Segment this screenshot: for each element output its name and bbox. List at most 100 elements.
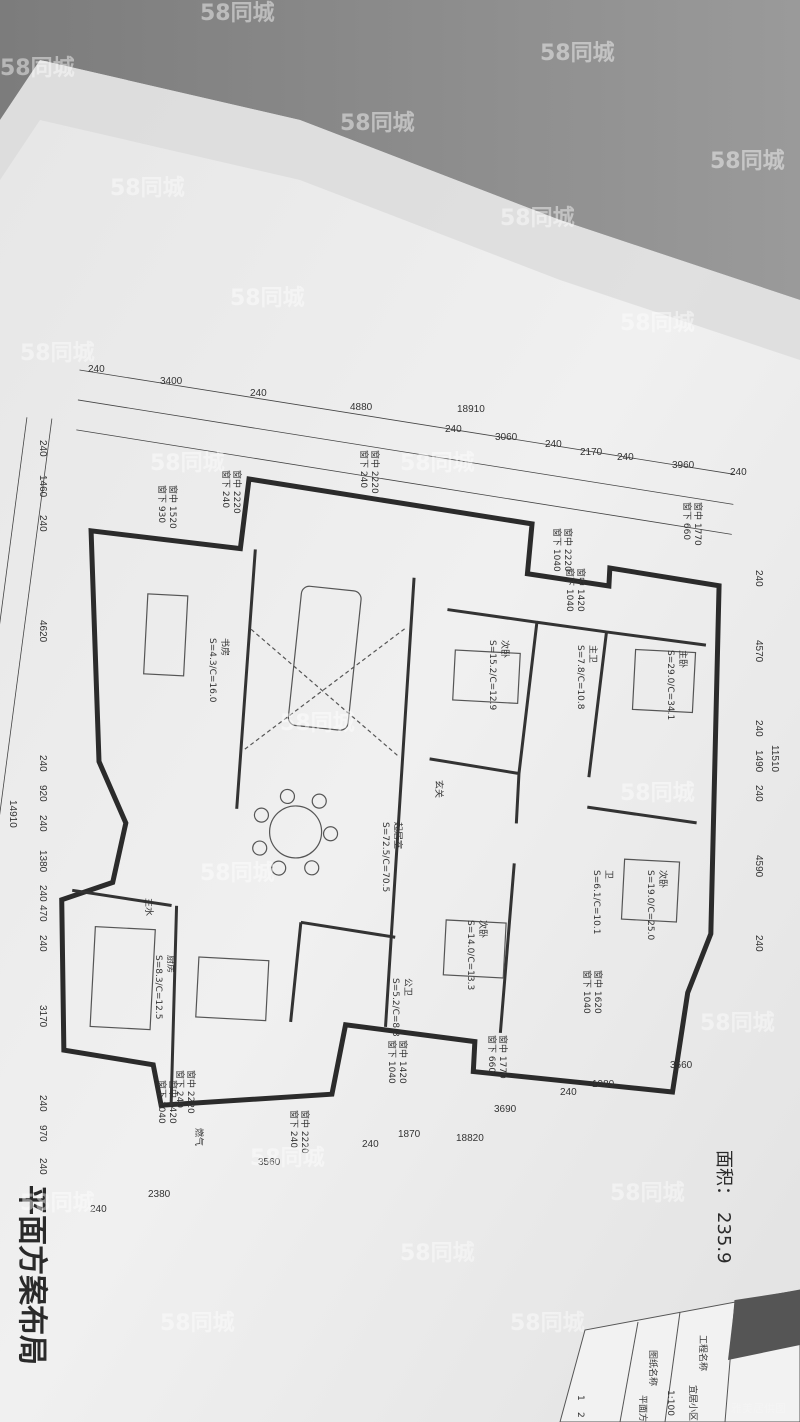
- dim-right-2: 240: [753, 720, 764, 737]
- tb-project-label: 工程名称: [697, 1335, 709, 1371]
- dim-left-6: 240: [37, 815, 48, 832]
- watermark-15: 58同城: [200, 860, 275, 886]
- room-bath2-area: S=5.2/C=8.3: [390, 978, 400, 1037]
- dim-right-6: 4590: [753, 855, 764, 878]
- dim-left-15: 14910: [7, 800, 18, 828]
- room-water: 主水: [143, 898, 155, 916]
- tb-drawing-value: 平面方案: [637, 1395, 649, 1422]
- watermark-16: 58同城: [700, 1010, 775, 1036]
- watermark-13: 58同城: [280, 710, 355, 736]
- dim-top-3: 4880: [350, 402, 373, 413]
- dim-top-1: 3400: [160, 376, 183, 387]
- tb-row-1: 1: [575, 1395, 585, 1401]
- dim-left-13: 970: [37, 1125, 48, 1142]
- win-w5-b: 窗下 1040: [564, 568, 576, 612]
- watermark-8: 58同城: [230, 285, 305, 311]
- dim-left-14: 240: [37, 1158, 48, 1175]
- area-value: 235.9: [713, 1212, 734, 1264]
- room-bedroom-b-area: S=14.0/C=13.3: [465, 920, 475, 990]
- win-w12-a: 窗中 1620: [592, 970, 604, 1014]
- dim-left-5: 920: [37, 785, 48, 802]
- dim-bottom-1: 2380: [148, 1189, 171, 1200]
- win-w7-b: 窗下 1040: [156, 1080, 168, 1124]
- dim-bottom-7: 240: [560, 1087, 577, 1098]
- dim-left-7: 1380: [37, 850, 48, 873]
- win-w7-a: 窗中 1420: [167, 1080, 179, 1124]
- room-labels: 书房 S=4.3/C=16.0 起居室 S=72.5/C=70.5 厨房 S=8…: [143, 638, 689, 1146]
- tb-scale: 1:100: [665, 1390, 675, 1416]
- tb-drawing-label: 图纸名称: [647, 1350, 659, 1386]
- furniture: [89, 585, 697, 1031]
- dim-left-1: 1460: [37, 475, 48, 498]
- dim-bottom-0: 240: [90, 1204, 107, 1215]
- room-bath3-area: S=6.1/C=10.1: [591, 870, 601, 934]
- area-label-group: 面积： 235.9: [713, 1150, 734, 1264]
- dim-bottom-3: 240: [362, 1139, 379, 1150]
- dim-bottom-6: 3690: [494, 1104, 517, 1115]
- dim-top: [76, 369, 735, 535]
- dim-left-12: 240: [37, 1095, 48, 1112]
- dim-right-labels: 240 4570 240 1490 11510 240 4590 240: [753, 570, 780, 952]
- room-bedroom-c-area: S=19.0/C=25.0: [645, 870, 655, 940]
- watermark-10: 58同城: [20, 340, 95, 366]
- win-w11-a: 窗中 1770: [497, 1035, 509, 1079]
- room-bedroom-c: 次卧: [657, 870, 669, 888]
- room-bath2: 公卫: [402, 978, 413, 996]
- dim-left-10: 240: [37, 935, 48, 952]
- win-w9-b: 窗下 1040: [386, 1040, 398, 1084]
- win-w12-b: 窗下 1040: [581, 970, 593, 1014]
- interior-walls: [72, 549, 707, 1106]
- watermark-19: 58同城: [20, 1190, 95, 1216]
- win-w3-b: 窗下 240: [358, 450, 370, 488]
- watermarks: 58同城 58同城 58同城 58同城 58同城 58同城 58同城 58同城 …: [0, 0, 785, 1336]
- watermark-4: 58同城: [340, 110, 415, 136]
- room-living-area: S=72.5/C=70.5: [380, 822, 390, 892]
- win-w2-a: 窗中 1520: [167, 485, 179, 529]
- room-kitchen: 厨房: [165, 955, 177, 973]
- dim-left: [0, 417, 53, 1175]
- win-w11-b: 窗下 660: [486, 1035, 498, 1073]
- drawing-group: [0, 369, 735, 1175]
- room-master: 主卧: [677, 650, 689, 668]
- dim-bottom-4: 1870: [398, 1129, 421, 1140]
- room-bedroom-a: 次卧: [499, 640, 511, 658]
- watermark-3: 58同城: [0, 55, 75, 81]
- win-w1-a: 窗中 2220: [231, 470, 243, 514]
- dim-top-2: 240: [250, 388, 267, 399]
- win-w4-b: 窗下 1040: [551, 528, 563, 572]
- tb-project-value: 宜居小区: [687, 1385, 699, 1421]
- dim-right-7: 240: [753, 935, 764, 952]
- watermark-17: 58同城: [250, 1145, 325, 1171]
- dim-top-4: 18910: [457, 404, 485, 415]
- dim-top-5: 240: [445, 424, 462, 435]
- watermark-12: 58同城: [150, 450, 225, 476]
- room-study: 书房: [219, 638, 231, 656]
- dim-bottom-9: 3560: [670, 1060, 693, 1071]
- watermark-9: 58同城: [620, 310, 695, 336]
- dim-right-1: 4570: [753, 640, 764, 663]
- win-w6-b: 窗下 660: [681, 502, 693, 540]
- dim-left-4: 240: [37, 755, 48, 772]
- paper-sheet: [0, 60, 800, 1422]
- watermark-5: 58同城: [710, 148, 785, 174]
- dim-top-10: 3960: [672, 460, 695, 471]
- watermark-11: 58同城: [400, 450, 475, 476]
- watermark-18: 58同城: [610, 1180, 685, 1206]
- room-bedroom-b: 次卧: [477, 920, 489, 938]
- watermark-2: 58同城: [540, 40, 615, 66]
- room-gas: 燃气: [193, 1128, 205, 1146]
- watermark-21: 58同城: [510, 1310, 585, 1336]
- dim-top-labels: 240 3400 240 4880 18910 240 3060 240 217…: [88, 364, 747, 478]
- dim-left-0: 240: [37, 440, 48, 457]
- watermark-14: 58同城: [620, 780, 695, 806]
- paper-fold-shadow: [0, 60, 800, 360]
- dim-left-8: 240: [37, 885, 48, 902]
- dim-bottom-2: 3560: [258, 1157, 281, 1168]
- credit-text: 雅美居供图: [731, 1402, 786, 1415]
- dim-left-9: 470: [37, 905, 48, 922]
- room-living: 起居室: [392, 822, 404, 849]
- room-bath1: 主卫: [587, 645, 599, 663]
